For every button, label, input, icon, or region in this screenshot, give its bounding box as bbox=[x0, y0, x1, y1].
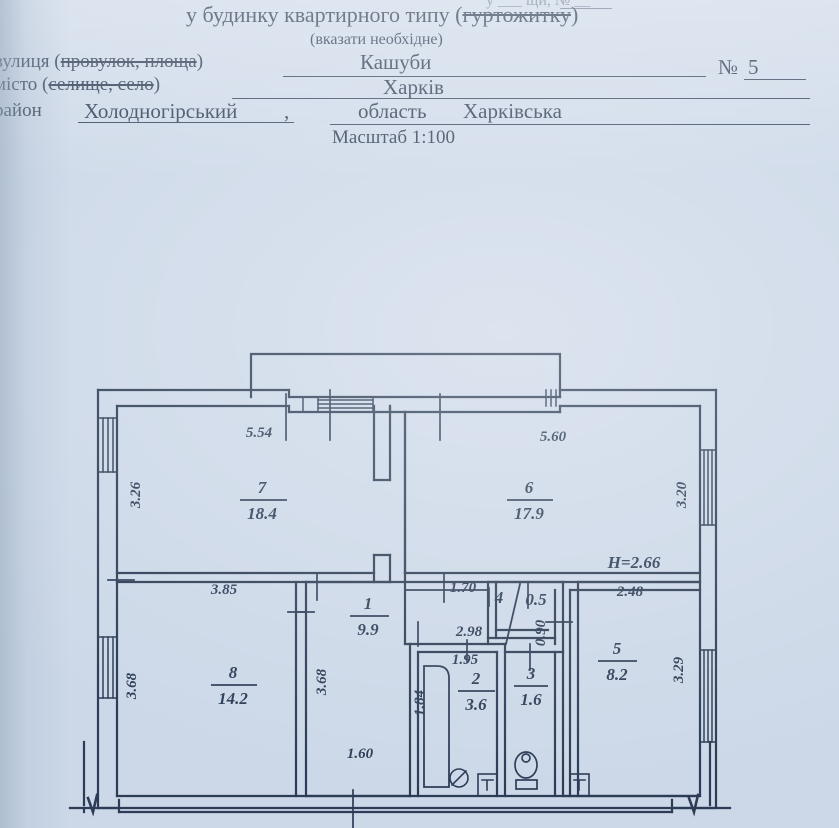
dim-room7-width: 5.54 bbox=[246, 425, 273, 441]
room-labels: 7 18.4 6 17.9 8 14.2 1 9.9 2 3.6 3 1.6 4… bbox=[211, 478, 661, 714]
building-type-text-b: ) bbox=[570, 2, 579, 27]
room-6-number: 6 bbox=[525, 478, 534, 497]
riser-box-kitchen bbox=[569, 773, 590, 797]
street-rule bbox=[283, 76, 706, 77]
floor-plan-svg: 7 18.4 6 17.9 8 14.2 1 9.9 2 3.6 3 1.6 4… bbox=[68, 352, 732, 828]
bathtub-fixture bbox=[423, 665, 450, 788]
dim-room8-height: 3.68 bbox=[124, 672, 140, 700]
room-8-number: 8 bbox=[229, 663, 238, 682]
window-right-upper bbox=[699, 449, 717, 526]
room-3-number: 3 bbox=[526, 664, 536, 683]
building-type-line: у будинку квартирного типу (гуртожитку) bbox=[186, 2, 578, 28]
balcony-outline bbox=[249, 352, 562, 399]
district-rule bbox=[78, 122, 294, 123]
dim-room1-height: 3.68 bbox=[314, 668, 330, 696]
dim-kitchen-height: 3.29 bbox=[671, 656, 687, 684]
section-marker-left bbox=[68, 740, 121, 817]
street-label-struck: провулок, площа bbox=[60, 51, 197, 72]
room-7-area: 18.4 bbox=[247, 504, 277, 523]
dim-closet-depth: 0.90 bbox=[533, 619, 549, 646]
street-value[interactable]: Кашуби bbox=[360, 50, 432, 74]
district-comma: , bbox=[284, 99, 290, 123]
room-3-area: 1.6 bbox=[520, 690, 542, 709]
house-number-label: № bbox=[718, 55, 739, 79]
central-vertical-wall bbox=[388, 404, 407, 584]
district-label: район bbox=[0, 100, 42, 121]
room-1-number: 1 bbox=[364, 594, 373, 613]
house-number-value[interactable]: 5 bbox=[748, 55, 759, 79]
room-1-area: 9.9 bbox=[357, 620, 379, 639]
room-6-area: 17.9 bbox=[514, 504, 544, 523]
bottom-offset-line bbox=[82, 798, 674, 814]
room5-walls bbox=[561, 580, 702, 798]
street-label-b: ) bbox=[196, 51, 204, 72]
dim-room8-width: 3.85 bbox=[210, 582, 238, 598]
dimension-labels: 5.54 5.60 3.85 1.70 2.48 2.98 1.95 1.60 … bbox=[124, 425, 690, 762]
dim-bath-outer-width: 2.98 bbox=[455, 624, 483, 640]
room-4-area: 0.5 bbox=[525, 590, 547, 609]
city-label-struck: селище, село bbox=[48, 74, 154, 95]
ceiling-height-label: H=2.66 bbox=[607, 553, 661, 572]
dim-corridor-right: 1.70 bbox=[450, 580, 477, 596]
room-4-number: 4 bbox=[494, 588, 504, 607]
dimension-ticks bbox=[107, 389, 573, 828]
region-label: область bbox=[358, 99, 427, 123]
house-number-rule bbox=[744, 79, 806, 80]
dim-room6-width: 5.60 bbox=[540, 429, 567, 445]
room-8-area: 14.2 bbox=[218, 689, 248, 708]
room8-walls bbox=[294, 580, 308, 798]
street-label: вулиця (провулок, площа) bbox=[0, 51, 203, 73]
scale-label: Масштаб 1:100 bbox=[332, 127, 456, 148]
document-header: у ___ щи, № __ у будинку квартирного тип… bbox=[0, 0, 839, 150]
city-label-a: місто ( bbox=[0, 74, 49, 95]
dim-room1-bottom: 1.60 bbox=[347, 746, 374, 762]
dim-kitchen-width: 2.48 bbox=[616, 584, 644, 600]
city-label: місто (селище, село) bbox=[0, 74, 160, 96]
dim-bath-inner-width: 1.95 bbox=[452, 652, 479, 668]
street-label-a: вулиця ( bbox=[0, 51, 61, 72]
window-left-lower bbox=[97, 636, 118, 699]
building-inner-wall bbox=[115, 404, 702, 798]
city-label-b: ) bbox=[153, 74, 161, 95]
region-rule bbox=[330, 124, 810, 125]
dim-bath-tub-length: 1.84 bbox=[412, 689, 428, 716]
building-type-text-a: у будинку квартирного типу ( bbox=[186, 2, 463, 27]
sink-fixture bbox=[449, 768, 469, 788]
dim-room6-height: 3.20 bbox=[674, 481, 690, 509]
room-5-area: 8.2 bbox=[606, 665, 628, 684]
room-7-number: 7 bbox=[258, 478, 268, 497]
district-value[interactable]: Холодногірський bbox=[84, 99, 238, 123]
city-value[interactable]: Харків bbox=[383, 75, 444, 99]
window-right-lower bbox=[699, 649, 717, 743]
building-type-struck: гуртожитку bbox=[462, 2, 571, 27]
toilet-fixture bbox=[514, 751, 538, 790]
riser-box-room2 bbox=[477, 773, 498, 797]
room-2-area: 3.6 bbox=[464, 695, 487, 714]
room-5-number: 5 bbox=[613, 639, 622, 658]
room-2-number: 2 bbox=[471, 669, 481, 688]
floor-plan: 7 18.4 6 17.9 8 14.2 1 9.9 2 3.6 3 1.6 4… bbox=[0, 150, 839, 828]
region-value[interactable]: Харківська bbox=[463, 99, 562, 123]
indicate-note: (вказати необхідне) bbox=[310, 31, 443, 48]
window-top-balcony bbox=[302, 396, 374, 413]
window-left-upper bbox=[97, 417, 118, 473]
dim-room7-height: 3.26 bbox=[128, 481, 144, 509]
